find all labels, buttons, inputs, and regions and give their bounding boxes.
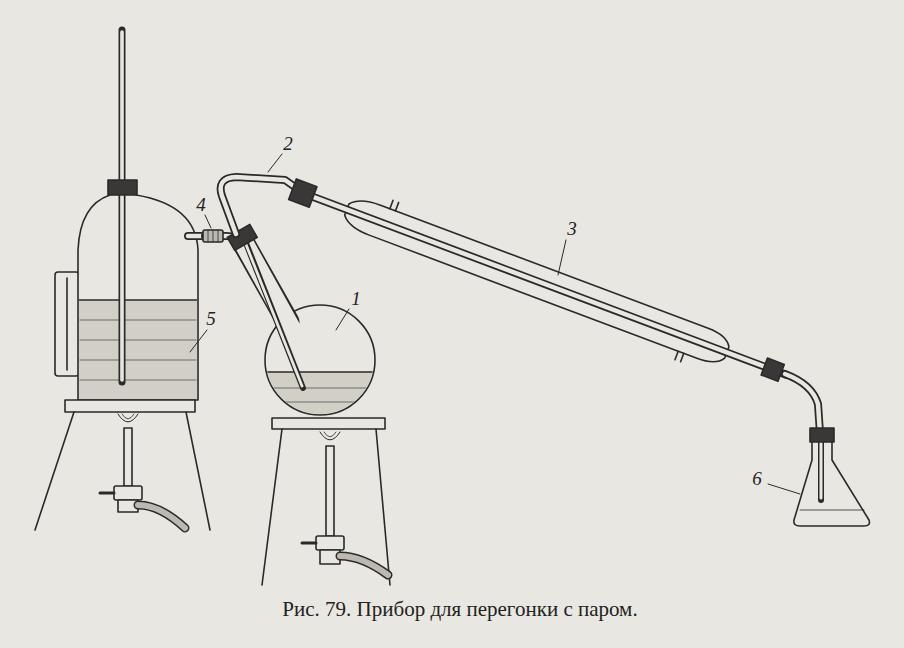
condenser — [284, 166, 796, 399]
callout-number: 3 — [567, 219, 577, 238]
round-flask — [227, 224, 380, 422]
gas-burner — [100, 414, 388, 575]
leader-line — [190, 154, 800, 494]
callout-number: 5 — [206, 309, 216, 328]
tripod-stand — [35, 400, 390, 585]
figure-caption: Рис. 79. Прибор для перегонки с паром. — [282, 597, 637, 622]
callout-number: 1 — [351, 289, 361, 308]
callout-number: 2 — [283, 134, 293, 153]
callout-number: 4 — [196, 195, 206, 214]
outlet-tube — [221, 177, 302, 234]
callout-number: 6 — [752, 469, 762, 488]
steam-generator — [55, 30, 205, 400]
receiver-flask — [794, 428, 870, 526]
